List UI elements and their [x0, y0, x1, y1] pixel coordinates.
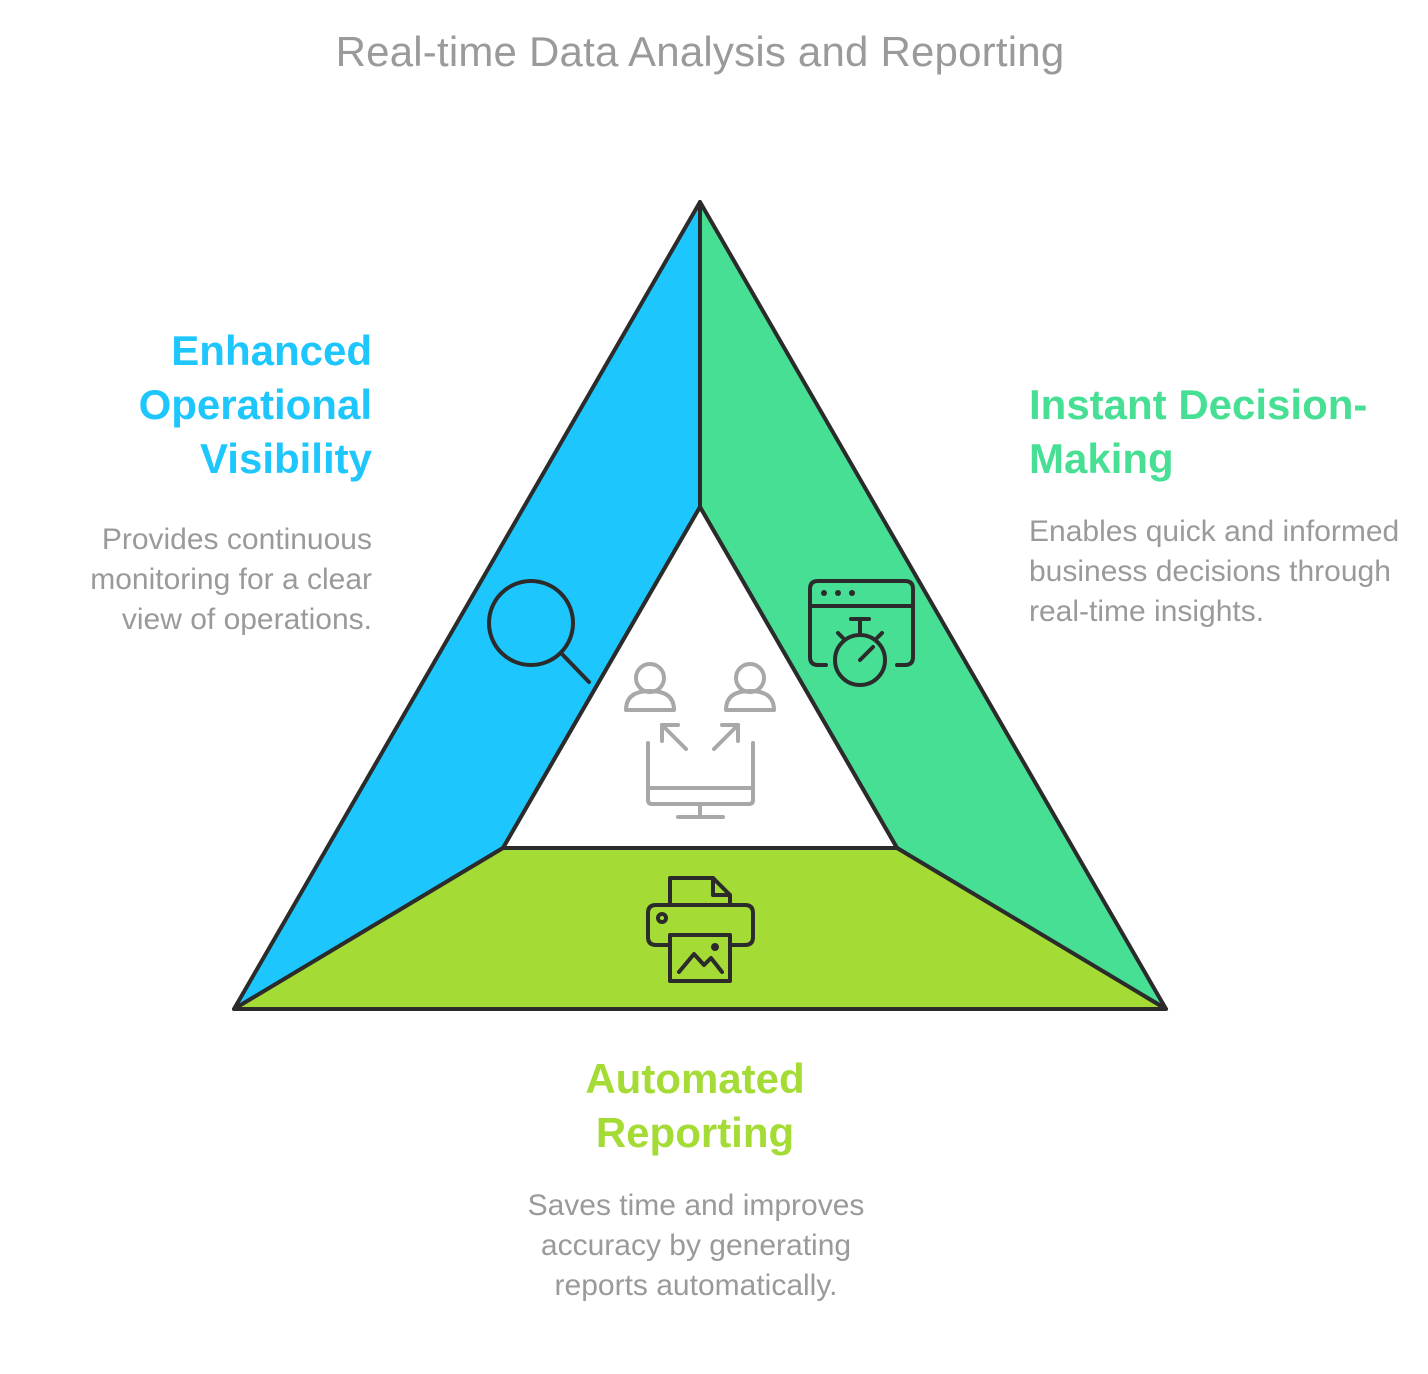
browser-dots — [821, 590, 855, 596]
page-title: Real-time Data Analysis and Reporting — [335, 28, 1065, 75]
visibility-description: Provides continuous monitoring for a cle… — [90, 523, 372, 636]
reporting-description: Saves time and improves accuracy by gene… — [527, 1189, 865, 1302]
reporting-heading: Automated Reporting — [585, 1055, 805, 1156]
center-triangle — [501, 505, 899, 850]
magnifying-glass-icon — [487, 579, 591, 684]
visibility-heading: Enhanced Operational Visibility — [138, 327, 372, 482]
decision-making-heading: Instant Decision-Making — [1029, 381, 1368, 482]
browser-stopwatch-icon — [808, 579, 915, 687]
users-monitor-share-icon — [624, 662, 776, 819]
printer-image-icon — [646, 876, 755, 983]
decision-making-description: Enables quick and informed business deci… — [1029, 515, 1400, 628]
